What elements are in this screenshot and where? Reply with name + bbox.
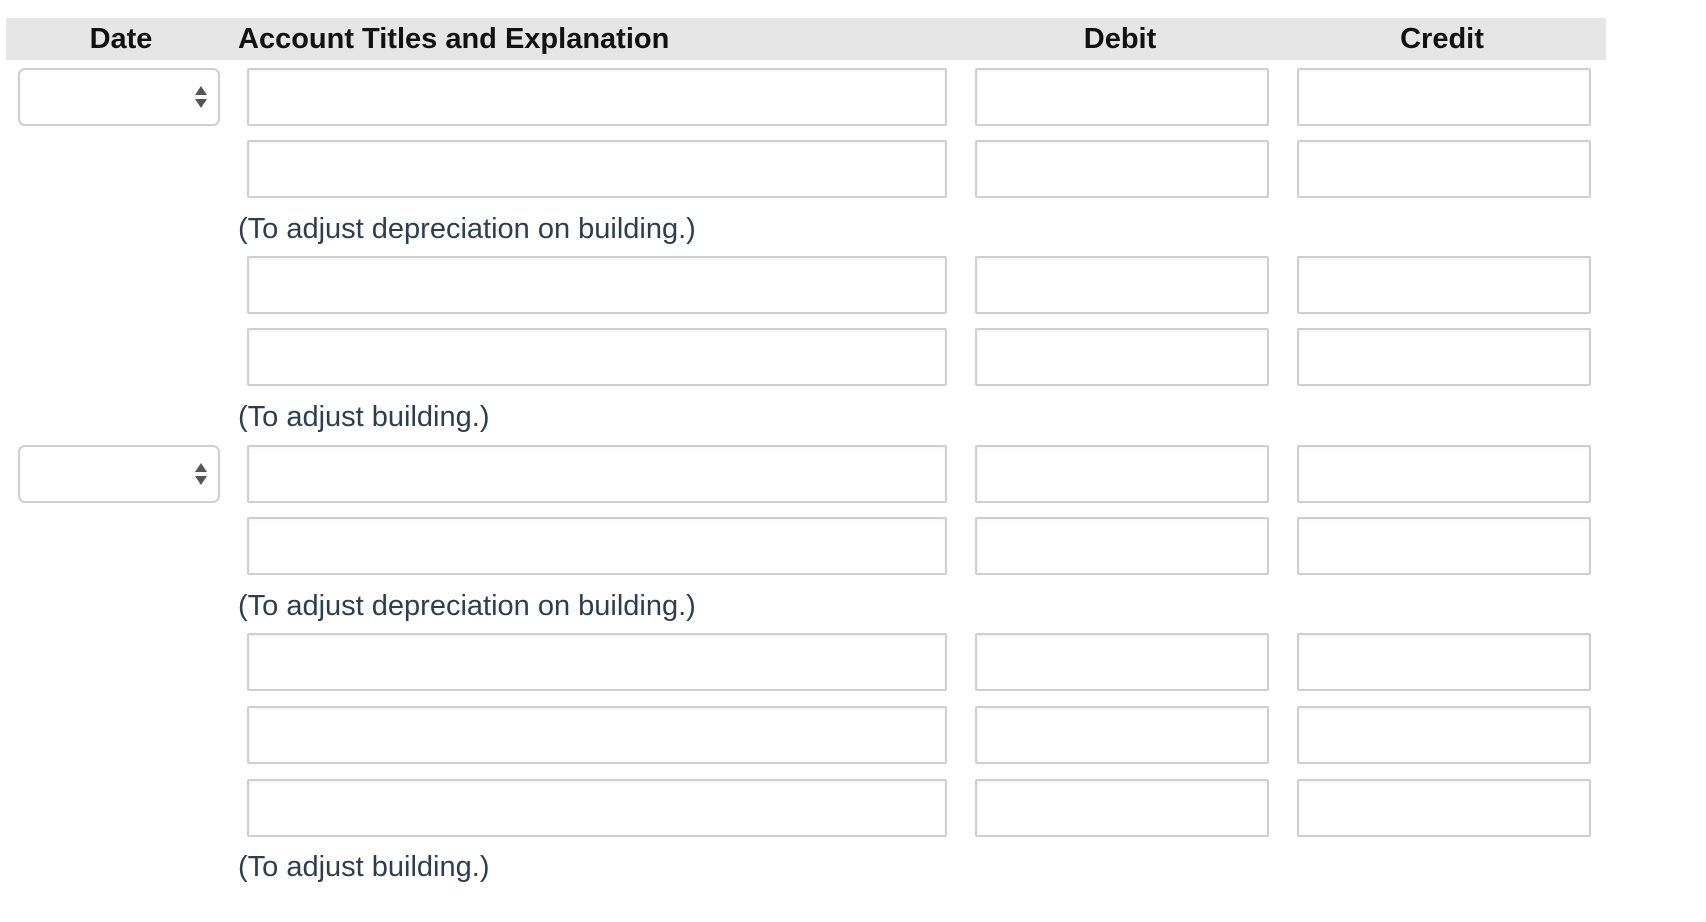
account-title-input[interactable] (247, 779, 947, 837)
entry-explanation: (To adjust depreciation on building.) (238, 590, 696, 622)
debit-input[interactable] (975, 328, 1269, 386)
entry-explanation: (To adjust depreciation on building.) (238, 213, 696, 245)
debit-input[interactable] (975, 140, 1269, 198)
debit-input[interactable] (975, 68, 1269, 126)
credit-input[interactable] (1297, 328, 1591, 386)
debit-input[interactable] (975, 256, 1269, 314)
account-title-input[interactable] (247, 517, 947, 575)
header-debit: Debit (1083, 23, 1157, 55)
debit-input[interactable] (975, 445, 1269, 503)
credit-input[interactable] (1297, 140, 1591, 198)
account-title-input[interactable] (247, 140, 947, 198)
header-credit: Credit (1400, 23, 1484, 55)
account-title-input[interactable] (247, 256, 947, 314)
table-header: Date Account Titles and Explanation Debi… (6, 18, 1606, 60)
debit-input[interactable] (975, 706, 1269, 764)
debit-input[interactable] (975, 779, 1269, 837)
debit-input[interactable] (975, 517, 1269, 575)
account-title-input[interactable] (247, 445, 947, 503)
account-title-input[interactable] (247, 633, 947, 691)
up-down-arrows-icon (195, 86, 207, 108)
entry-explanation: (To adjust building.) (238, 401, 490, 433)
credit-input[interactable] (1297, 633, 1591, 691)
date-select[interactable] (18, 445, 220, 503)
credit-input[interactable] (1297, 256, 1591, 314)
header-account-titles: Account Titles and Explanation (238, 23, 670, 55)
entry-explanation: (To adjust building.) (238, 851, 490, 883)
account-title-input[interactable] (247, 328, 947, 386)
credit-input[interactable] (1297, 445, 1591, 503)
up-down-arrows-icon (195, 463, 207, 485)
credit-input[interactable] (1297, 68, 1591, 126)
account-title-input[interactable] (247, 68, 947, 126)
credit-input[interactable] (1297, 517, 1591, 575)
date-select[interactable] (18, 68, 220, 126)
debit-input[interactable] (975, 633, 1269, 691)
credit-input[interactable] (1297, 706, 1591, 764)
account-title-input[interactable] (247, 706, 947, 764)
credit-input[interactable] (1297, 779, 1591, 837)
header-date: Date (89, 23, 153, 55)
